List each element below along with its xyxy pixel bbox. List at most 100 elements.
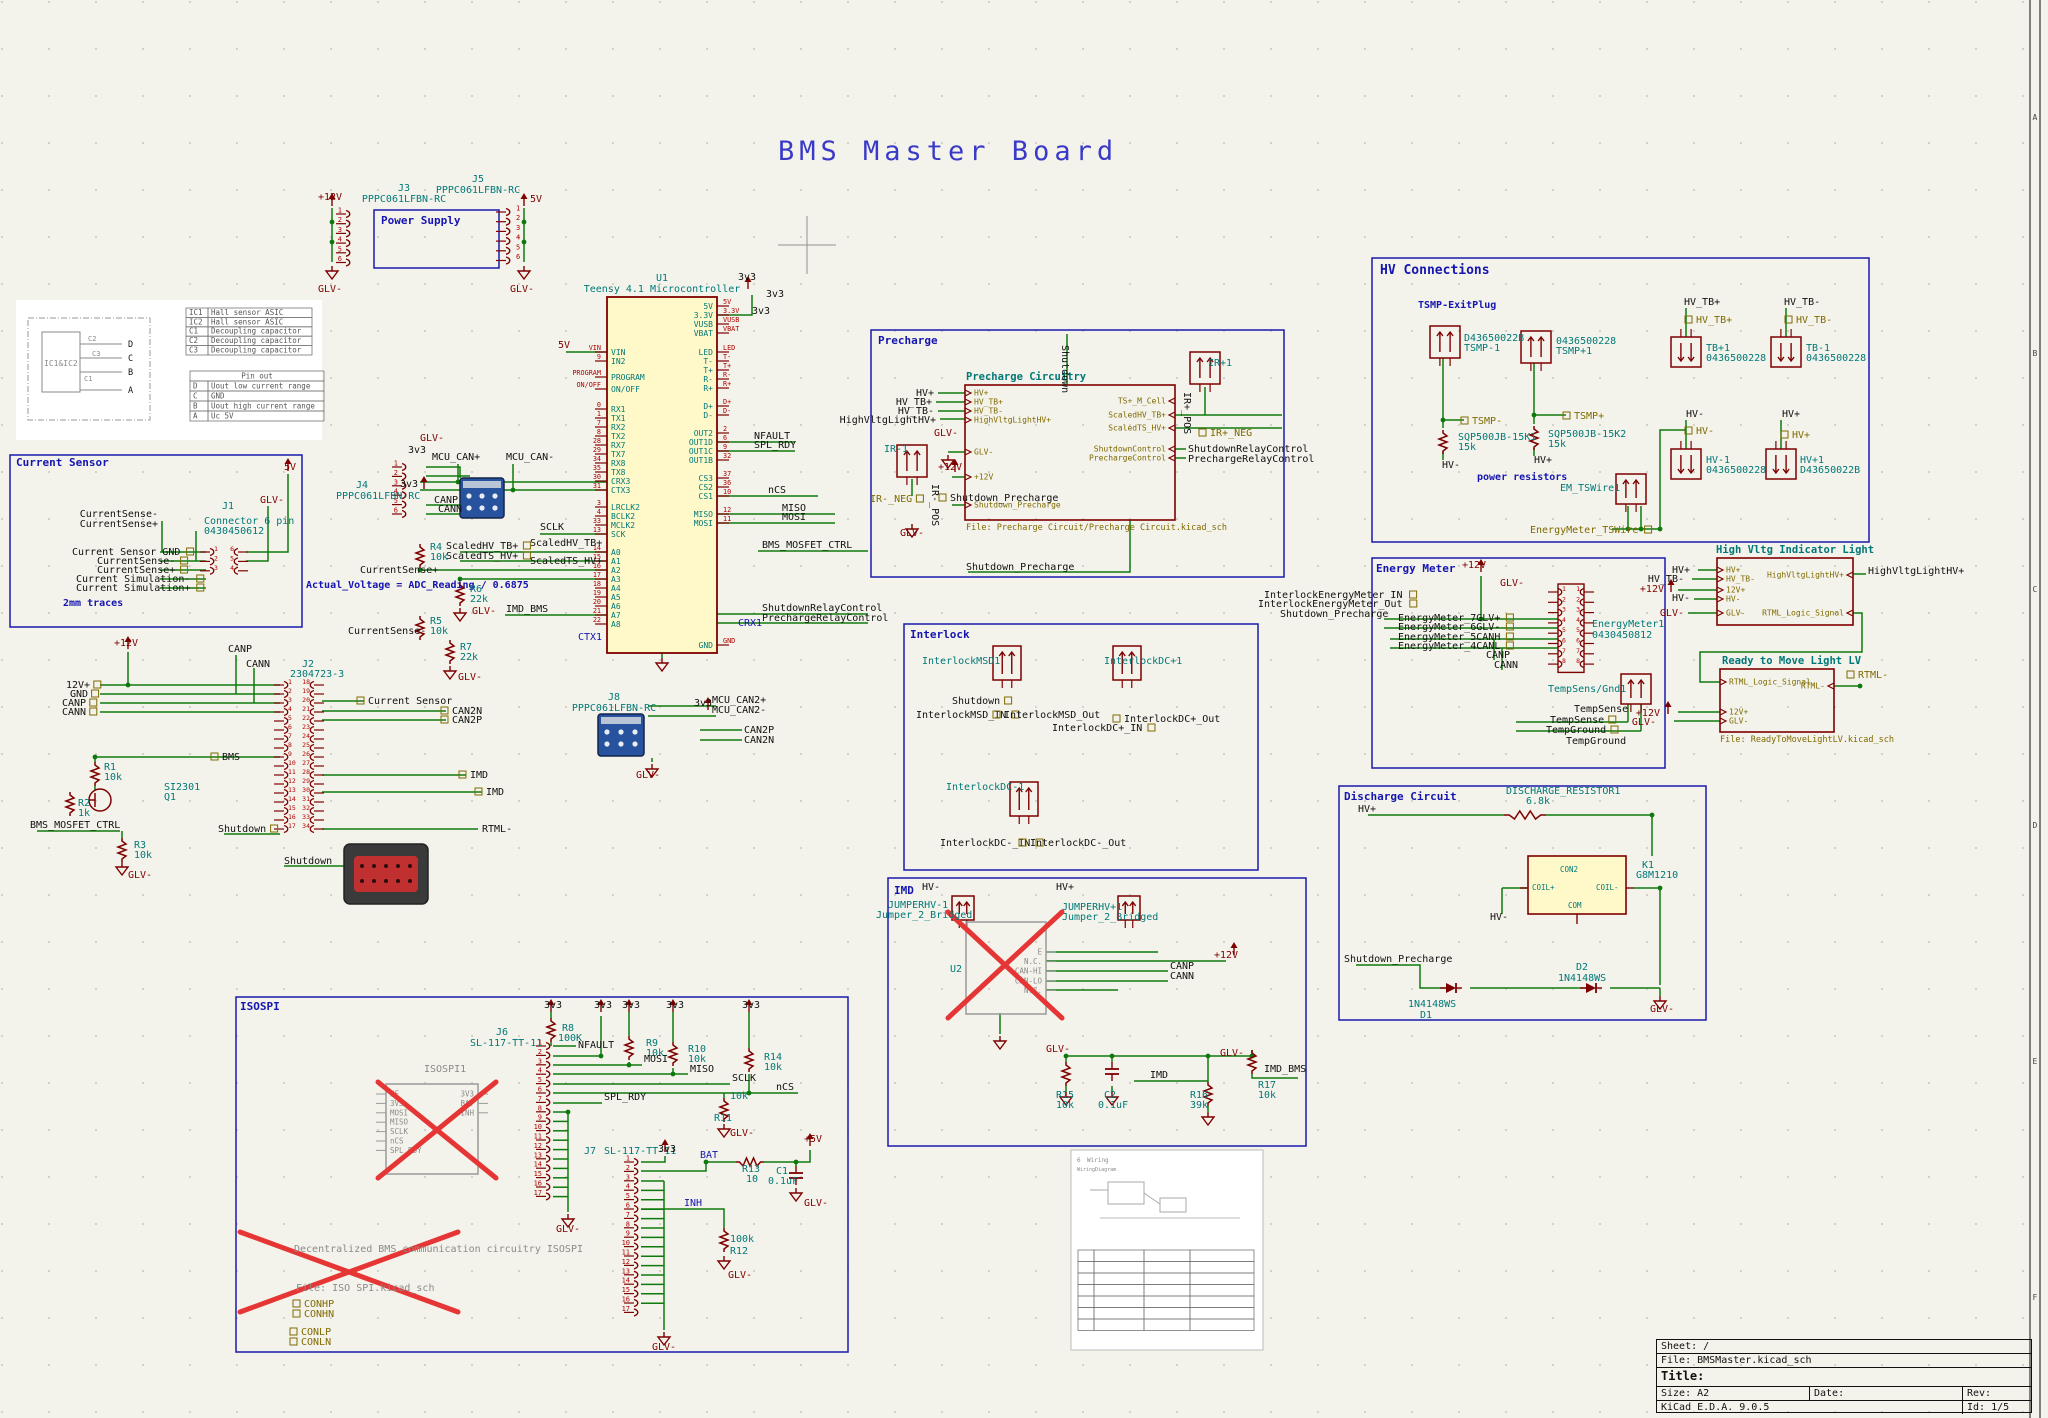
sheet-pin[interactable]	[964, 407, 973, 415]
net-label[interactable]: J6	[496, 1027, 508, 1038]
sheet-pin[interactable]	[1167, 445, 1176, 453]
net-label[interactable]: CANP	[1170, 961, 1194, 972]
net-label[interactable]: INH	[684, 1198, 702, 1209]
net-label[interactable]: D	[128, 340, 133, 350]
net-label[interactable]: 10k	[430, 626, 448, 637]
net-label[interactable]: D43650022B	[1800, 465, 1860, 476]
connector-pin[interactable]	[545, 1060, 551, 1069]
net-label[interactable]: J3	[398, 183, 410, 194]
connector-pin[interactable]	[633, 1204, 639, 1214]
connector-pin[interactable]	[633, 1157, 639, 1167]
diode[interactable]	[1446, 983, 1456, 993]
net-label[interactable]: 15k	[1458, 442, 1476, 453]
net-label[interactable]: SQP500JB-15K2	[1548, 429, 1626, 440]
wire[interactable]	[968, 520, 1131, 573]
connector-pin[interactable]	[345, 229, 351, 238]
sheet-pin[interactable]	[1167, 397, 1176, 405]
net-label[interactable]: CANP	[434, 495, 458, 506]
net-label[interactable]: InterlockMSD1	[922, 656, 1000, 667]
connector-pin[interactable]	[309, 797, 315, 807]
ground-symbol[interactable]	[654, 662, 670, 673]
net-label[interactable]: Jumper_2_Bridged	[876, 910, 972, 921]
net-label[interactable]: CONHN	[304, 1309, 334, 1320]
sheet-pin[interactable]	[1716, 575, 1725, 583]
net-label[interactable]: MCU_CAN+	[432, 452, 480, 463]
net-label[interactable]: 1N4148WS	[1408, 999, 1456, 1010]
connector-pin[interactable]	[309, 734, 315, 744]
net-label[interactable]: R13	[742, 1164, 760, 1175]
connector-pin[interactable]	[1557, 598, 1563, 607]
ground-symbol[interactable]	[904, 528, 920, 539]
net-label[interactable]: U1	[656, 273, 668, 284]
plug-connector[interactable]	[1189, 351, 1221, 385]
net-label[interactable]: 3v3	[742, 1000, 760, 1011]
net-label[interactable]: BMS_MOSFET_CTRL	[30, 820, 120, 831]
net-label[interactable]: ScaledTS_HV+	[446, 551, 518, 562]
net-label[interactable]: 6.8k	[1526, 796, 1550, 807]
connector-pin[interactable]	[283, 734, 289, 744]
net-label[interactable]: 3v3	[594, 1000, 612, 1011]
connector-pin[interactable]	[309, 752, 315, 762]
connector-pin[interactable]	[545, 1145, 551, 1154]
net-label[interactable]: GLV-	[636, 770, 660, 781]
power-symbol[interactable]	[520, 193, 528, 199]
net-label[interactable]: PPPC061LFBN-RC	[572, 703, 656, 714]
power-symbol[interactable]	[1664, 701, 1672, 707]
connector-pin[interactable]	[633, 1308, 639, 1317]
net-label[interactable]: Wiring	[1087, 1157, 1109, 1164]
sheet-pin[interactable]	[1845, 609, 1854, 617]
net-label[interactable]: R15	[1056, 1090, 1074, 1101]
net-label[interactable]: 0436500228	[1706, 465, 1766, 476]
plug-connector[interactable]	[992, 645, 1022, 681]
section-box[interactable]	[1371, 557, 1666, 769]
ic-body-isospi1[interactable]	[385, 1083, 479, 1175]
connector-body[interactable]	[1557, 583, 1585, 674]
connector-pin[interactable]	[401, 500, 407, 509]
net-label[interactable]: MOSI	[782, 512, 806, 523]
wire[interactable]	[641, 1208, 725, 1228]
sheet-pin[interactable]	[1719, 708, 1728, 716]
ground-symbol[interactable]	[940, 459, 956, 470]
net-label[interactable]: 1N4148WS	[1558, 973, 1606, 984]
net-label[interactable]: IC1&IC2	[44, 359, 78, 368]
net-label[interactable]: nCS	[768, 485, 786, 496]
net-label[interactable]: RTML-	[482, 824, 512, 835]
sheet-pin[interactable]	[1716, 609, 1725, 617]
net-label[interactable]: GLV-	[420, 433, 444, 444]
section-box[interactable]	[903, 623, 1259, 871]
net-label[interactable]: PrechargeRelayControl	[762, 613, 888, 624]
ground-symbol[interactable]	[1200, 1116, 1216, 1127]
page-title[interactable]: BMS Master Board	[778, 136, 1118, 167]
ground-symbol[interactable]	[1652, 1000, 1668, 1011]
connector-pin[interactable]	[1557, 649, 1563, 658]
net-label[interactable]: Jumper_2_Bridged	[1062, 912, 1158, 923]
power-symbol[interactable]	[669, 999, 677, 1005]
connector-pin[interactable]	[633, 1298, 639, 1308]
net-label[interactable]: 10k	[730, 1091, 748, 1102]
net-label[interactable]: GLV-	[318, 284, 342, 295]
sheet-pin[interactable]	[1716, 566, 1725, 574]
net-label[interactable]: PPPC061LFBN-RC	[336, 491, 420, 502]
net-label[interactable]: Current Simulation-	[76, 574, 190, 585]
net-label[interactable]: File: ISO SPI.kicad_sch	[296, 1283, 434, 1294]
net-label[interactable]: nCS	[776, 1082, 794, 1093]
ground-symbol[interactable]	[114, 866, 130, 877]
net-label[interactable]: IMD	[470, 770, 488, 781]
wire[interactable]	[764, 1150, 811, 1163]
net-label[interactable]: SCLK	[732, 1073, 756, 1084]
net-label[interactable]: IMD	[1150, 1070, 1168, 1081]
net-label[interactable]: C1	[776, 1166, 788, 1177]
net-label[interactable]: J7	[584, 1146, 596, 1157]
ground-symbol[interactable]	[788, 1192, 804, 1203]
connector-pin[interactable]	[1557, 639, 1563, 648]
net-label[interactable]: R14	[764, 1052, 782, 1063]
connector-pin[interactable]	[633, 1186, 639, 1195]
net-label[interactable]: MCU_CAN2+	[712, 695, 766, 706]
net-label[interactable]: COIL-	[1596, 883, 1619, 892]
net-label[interactable]: GLV-	[472, 606, 496, 617]
net-label[interactable]: HV-1	[1706, 455, 1730, 466]
net-label[interactable]: GLV-	[934, 428, 958, 439]
net-label[interactable]: 0.1uF	[1098, 1100, 1128, 1111]
plug-connector[interactable]	[1765, 448, 1797, 480]
sheet-pin[interactable]	[1826, 682, 1835, 690]
